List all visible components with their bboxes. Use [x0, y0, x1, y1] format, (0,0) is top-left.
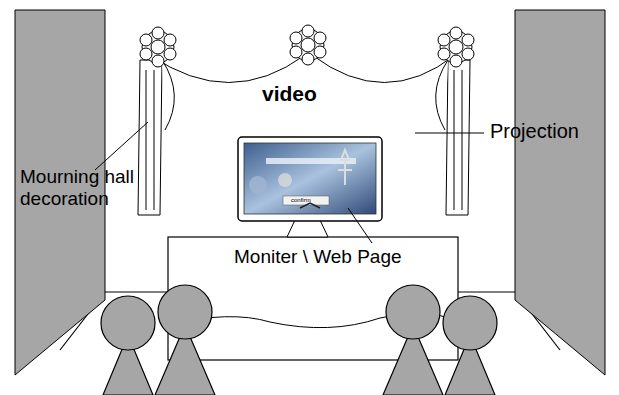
decoration-label: Mourning hall decoration [20, 166, 180, 210]
projection-label: Projection [490, 120, 579, 143]
right-wall [515, 10, 605, 375]
leader-lines [95, 122, 484, 243]
confirm-button-text: confirm [291, 197, 311, 204]
audience [101, 285, 497, 395]
monitor [238, 137, 382, 237]
title-video: video [262, 82, 317, 106]
monitor-label: Moniter \ Web Page [232, 246, 404, 268]
rosettes [140, 25, 474, 67]
